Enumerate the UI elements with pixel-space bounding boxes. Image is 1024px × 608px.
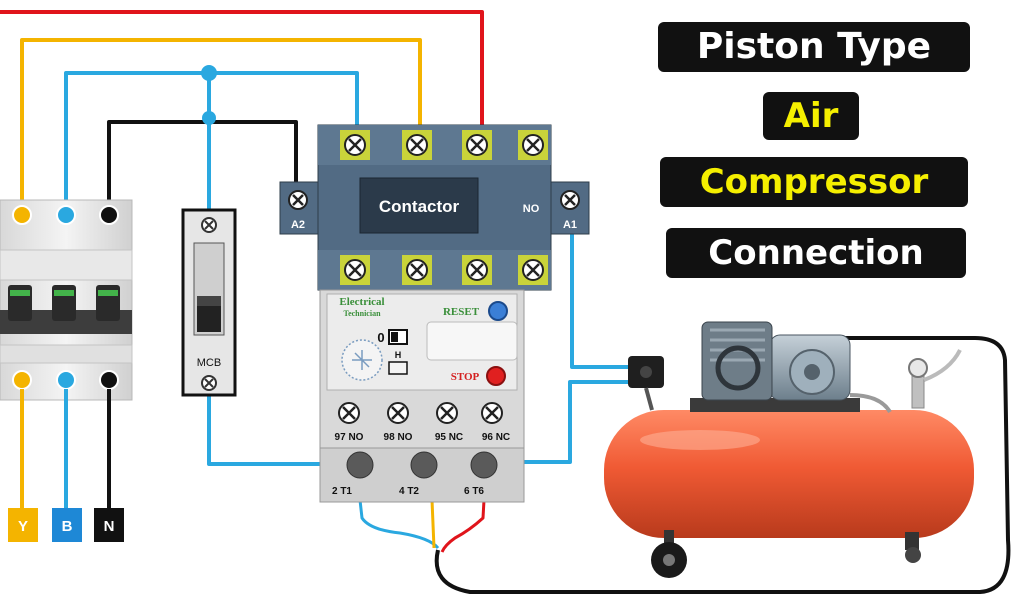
stop-label: STOP — [451, 371, 480, 383]
title-line4: Connection — [708, 233, 924, 273]
pulley-icon — [715, 345, 761, 391]
title-line3-box: Compressor — [660, 157, 968, 207]
breaker-indicator — [10, 290, 30, 296]
discharge-pipe — [849, 393, 892, 414]
title-line2: Air — [783, 96, 839, 136]
tank-foot — [905, 532, 919, 550]
contactor-label-panel — [359, 177, 479, 234]
reset-label: RESET — [443, 306, 480, 318]
relay-window — [426, 321, 518, 361]
motor-yellow-cable — [430, 499, 436, 549]
dial-h: H — [395, 350, 402, 360]
caster-wheel — [905, 547, 921, 563]
gauge-icon — [908, 358, 928, 378]
terminal-dot-blue — [56, 205, 76, 225]
title-line1-box: Piston Type — [658, 22, 970, 72]
output-label-t2: 4 T2 — [399, 486, 419, 497]
main-breaker-lower — [0, 344, 133, 364]
relay-brand-line2: Technician — [343, 309, 381, 318]
mcb-screw-mark — [204, 378, 214, 388]
reset-button[interactable] — [488, 301, 508, 321]
mcb-screw-mark — [204, 220, 214, 230]
output-terminal-t1 — [346, 451, 374, 479]
compressor-tank — [604, 410, 974, 538]
mcb: MCB — [181, 208, 237, 397]
air-compressor — [604, 321, 974, 578]
aux-label-97: 97 NO — [335, 432, 364, 443]
breaker-indicator — [54, 290, 74, 296]
breaker-indicator — [98, 290, 118, 296]
terminal-dot-blue — [56, 370, 76, 390]
yellow-wire — [20, 38, 422, 205]
output-terminal-t3 — [470, 451, 498, 479]
output-terminal-t2 — [410, 451, 438, 479]
supply-wires — [20, 389, 111, 508]
contactor-bottom-terminals — [340, 255, 548, 285]
aux-label-98: 98 NO — [384, 432, 413, 443]
title-line4-box: Connection — [666, 228, 966, 278]
motor-black-cable — [434, 336, 1011, 594]
dial-slot — [388, 361, 408, 375]
title-line1: Piston Type — [696, 26, 932, 67]
label-y: Y — [18, 518, 28, 535]
overload-relay: Electrical Technician 0 H RESET STOP 97 … — [319, 289, 525, 503]
main-breaker-rail — [0, 249, 133, 281]
stop-button[interactable] — [486, 366, 506, 386]
air-hose — [923, 349, 962, 382]
coil-a2-label: A2 — [291, 219, 305, 231]
coil-a1-label: A1 — [563, 219, 577, 231]
main-breaker — [0, 199, 133, 401]
contactor-no-label: NO — [523, 203, 540, 215]
junction-dot — [201, 65, 217, 81]
terminal-dot-black — [99, 205, 119, 225]
title-line3: Compressor — [699, 162, 929, 202]
supply-labels: Y B N — [8, 508, 124, 542]
label-b-box — [52, 508, 82, 542]
contactor-label: Contactor — [379, 197, 460, 216]
contactor: Contactor NO A2 A1 — [279, 124, 590, 291]
motor-red-cable — [440, 499, 486, 553]
output-label-t6: 6 T6 — [464, 486, 484, 497]
label-n-box — [94, 508, 124, 542]
junction-dot — [202, 111, 216, 125]
relay-brand-line1: Electrical — [339, 296, 384, 308]
label-b: B — [62, 518, 73, 535]
label-n: N — [104, 518, 115, 535]
motor-blue-cable — [358, 499, 440, 550]
dial-icon — [341, 339, 383, 381]
terminal-dot-yellow — [12, 205, 32, 225]
aux-label-95: 95 NC — [435, 432, 463, 443]
contactor-top-terminals — [340, 130, 548, 160]
terminal-dot-black — [99, 370, 119, 390]
relay-aux-terminals — [338, 402, 503, 424]
pump-base — [690, 398, 860, 412]
a1-wire — [570, 225, 640, 369]
mcb-toggle-grip — [197, 296, 221, 306]
mcb-label: MCB — [197, 357, 221, 369]
red-wire — [0, 10, 484, 135]
output-label-t1: 2 T1 — [332, 486, 352, 497]
dial-zero: 0 — [377, 330, 384, 345]
terminal-dot-yellow — [12, 370, 32, 390]
label-y-box — [8, 508, 38, 542]
black-wire — [107, 120, 298, 205]
aux-label-96: 96 NC — [482, 432, 510, 443]
title-line2-box: Air — [763, 92, 859, 140]
